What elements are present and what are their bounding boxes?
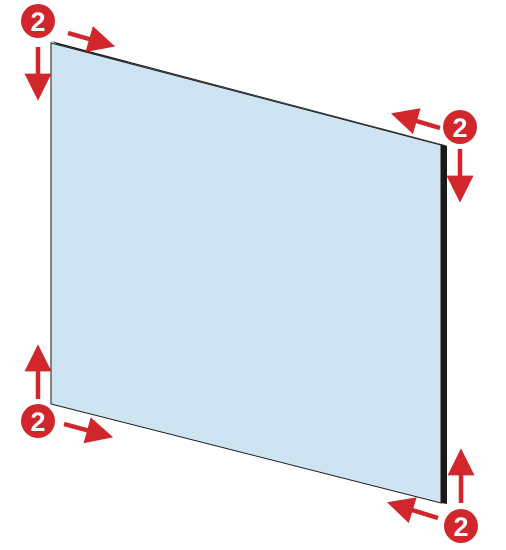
step-badge: [443, 110, 477, 144]
corner-top-right: 2: [390, 108, 477, 203]
corner-bottom-right: 2: [386, 448, 478, 543]
corner-top-left: 2: [21, 4, 116, 101]
step-badge-label: 2: [453, 512, 468, 542]
step-badge-label: 2: [30, 7, 45, 37]
arrow-left-icon: [390, 108, 441, 135]
glass-panel: [50, 41, 447, 504]
corner-bottom-left: 2: [21, 344, 114, 444]
step-badge: [444, 509, 478, 543]
step-badge-label: 2: [30, 407, 45, 437]
arrow-left-icon: [386, 497, 439, 524]
arrow-right-icon: [63, 417, 114, 444]
step-badge-label: 2: [452, 113, 467, 143]
panel-edge-right: [441, 144, 447, 504]
step-badge: [21, 4, 55, 38]
panel-face: [50, 42, 442, 504]
panel-edge-top: [51, 41, 447, 146]
step-badge: [21, 404, 55, 438]
arrow-right-icon: [67, 26, 116, 53]
